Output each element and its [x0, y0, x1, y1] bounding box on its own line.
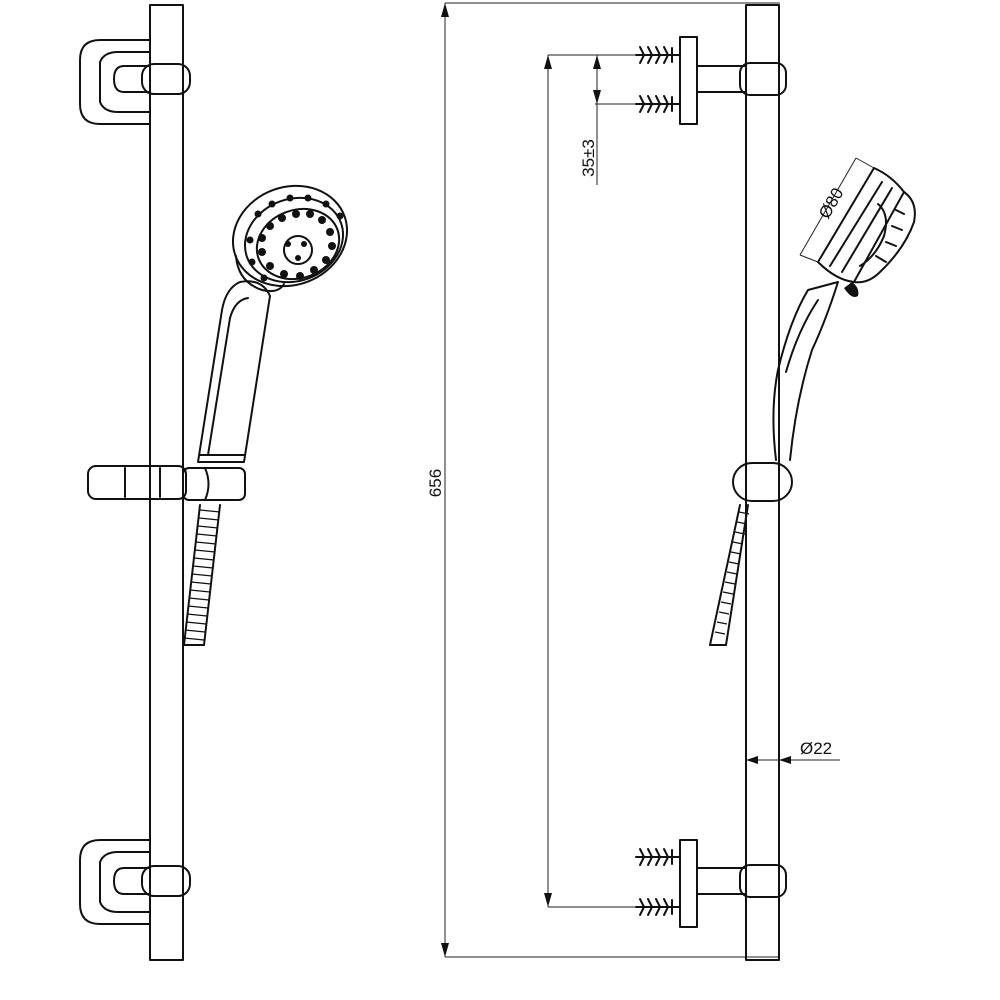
side-view: Ø80 Ø22	[635, 4, 916, 961]
front-view	[79, 4, 349, 961]
front-shower-head	[231, 184, 349, 293]
side-top-screw-upper	[635, 46, 681, 64]
side-bottom-mount	[635, 839, 787, 928]
side-hose	[709, 504, 750, 646]
front-bottom-clamp	[141, 865, 191, 897]
total-height-dimension: 656	[426, 2, 780, 958]
head-diameter-dimension: Ø80	[799, 157, 875, 263]
front-hose	[183, 504, 221, 646]
side-top-mount	[635, 36, 787, 125]
front-handle	[197, 280, 271, 463]
front-bottom-bracket	[79, 839, 191, 925]
front-top-bracket	[79, 39, 191, 125]
mount-offset-label: 35±3	[579, 139, 598, 177]
side-slider-holder	[732, 462, 793, 502]
mount-distance-dimension	[544, 54, 640, 908]
mount-offset-dimension: 35±3	[579, 54, 640, 185]
front-slider-holder	[87, 465, 246, 501]
side-handle	[772, 281, 839, 461]
side-top-screw-lower	[635, 95, 681, 113]
side-shower-head	[817, 167, 916, 297]
front-slide-rail	[149, 4, 184, 961]
rail-diameter-label: Ø22	[800, 739, 832, 758]
side-bottom-screw-lower	[635, 898, 681, 916]
side-slide-rail	[745, 4, 780, 961]
front-spray-nozzles	[246, 194, 344, 282]
head-diameter-label: Ø80	[815, 185, 848, 222]
front-top-clamp	[141, 63, 191, 95]
side-bottom-screw-upper	[635, 848, 681, 866]
total-height-label: 656	[426, 469, 445, 497]
rail-diameter-dimension: Ø22	[746, 739, 840, 764]
